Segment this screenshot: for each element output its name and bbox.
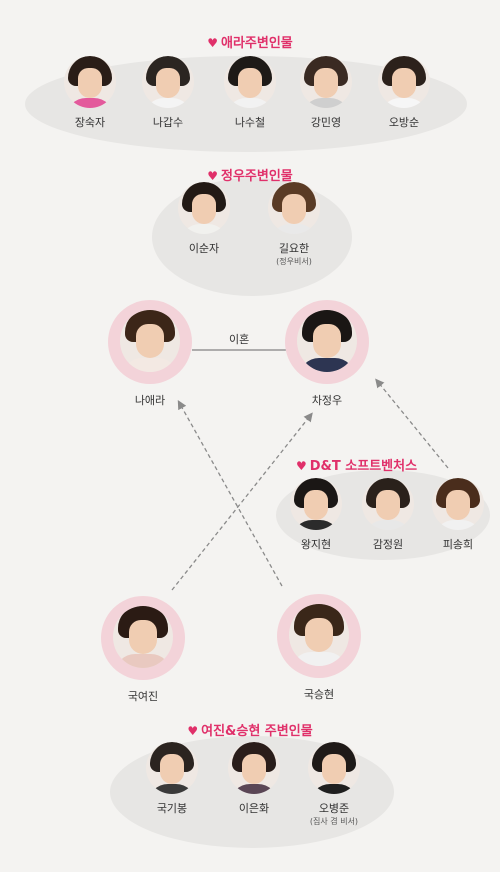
person-name: 나애라: [134, 394, 166, 407]
person-name: 피송희: [442, 538, 474, 551]
heart-icon: ♥: [187, 724, 199, 738]
highlight-blob: [277, 594, 361, 678]
person-pisonghee: 피송희: [426, 478, 490, 552]
portrait: [224, 56, 276, 108]
arrow-yeojin-to-jungwoo: [171, 412, 313, 591]
portrait: [297, 310, 357, 372]
person-nasucheol: 나수철: [218, 56, 282, 130]
heart-icon: ♥: [207, 169, 218, 183]
divorce-label: 이혼: [229, 333, 250, 346]
portrait: [178, 182, 230, 234]
portrait: [146, 742, 198, 794]
ara-section-title: ♥애라주변인물: [207, 36, 293, 51]
person-name: 오병준: [318, 802, 350, 815]
person-name: 국기봉: [156, 802, 188, 815]
person-gamjungwon: 감정원: [356, 478, 420, 552]
portrait: [113, 606, 173, 668]
portrait: [308, 742, 360, 794]
jungwoo-section-title: ♥정우주변인물: [207, 169, 293, 184]
person-gilyohan: 길요한 (정우비서): [262, 182, 326, 267]
portrait: [432, 478, 484, 530]
person-role: (정우비서): [276, 257, 312, 266]
dnt-section-title: ♥D&T 소프트벤처스: [296, 459, 418, 474]
highlight-blob: [101, 596, 185, 680]
portrait: [362, 478, 414, 530]
yeojin-section-title: ♥여진&승현 주변인물: [187, 724, 313, 739]
person-name: 국여진: [127, 690, 159, 703]
highlight-blob: [285, 300, 369, 384]
person-jangsukja: 장숙자: [58, 56, 122, 130]
portrait: [290, 478, 342, 530]
heart-icon: ♥: [296, 459, 307, 473]
person-name: 장숙자: [74, 116, 106, 129]
person-name: 국승현: [303, 688, 335, 701]
portrait: [378, 56, 430, 108]
person-name: 이은화: [238, 802, 270, 815]
arrow-songhee-to-jungwoo: [375, 378, 449, 469]
portrait: [228, 742, 280, 794]
person-leesunja: 이순자: [172, 182, 236, 256]
person-chajungwoo: 차정우: [282, 300, 372, 408]
portrait: [289, 604, 349, 666]
person-name: 감정원: [372, 538, 404, 551]
person-kangminyoung: 강민영: [294, 56, 358, 130]
person-name: 나갑수: [152, 116, 184, 129]
portrait: [300, 56, 352, 108]
person-name: 오방순: [388, 116, 420, 129]
arrow-sunghyun-to-naara: [177, 400, 283, 587]
person-nagapsu: 나갑수: [136, 56, 200, 130]
person-leeeunhwa: 이은화: [222, 742, 286, 816]
person-naara: 나애라: [105, 300, 195, 408]
person-obyungjun: 오병준 (집사 겸 비서): [302, 742, 366, 827]
person-wangjihyun: 왕지현: [284, 478, 348, 552]
portrait: [120, 310, 180, 372]
person-name: 나수철: [234, 116, 266, 129]
person-role: (집사 겸 비서): [309, 817, 359, 826]
person-gukyeojin: 국여진: [98, 596, 188, 704]
person-name: 강민영: [310, 116, 342, 129]
person-name: 왕지현: [300, 538, 332, 551]
person-obangsun: 오방순: [372, 56, 436, 130]
portrait: [64, 56, 116, 108]
person-name: 길요한: [278, 242, 310, 255]
person-gukgibong: 국기봉: [140, 742, 204, 816]
portrait: [268, 182, 320, 234]
highlight-blob: [108, 300, 192, 384]
person-guksunghyun: 국승현: [274, 594, 364, 702]
person-name: 이순자: [188, 242, 220, 255]
person-name: 차정우: [311, 394, 343, 407]
heart-icon: ♥: [207, 36, 218, 50]
portrait: [142, 56, 194, 108]
